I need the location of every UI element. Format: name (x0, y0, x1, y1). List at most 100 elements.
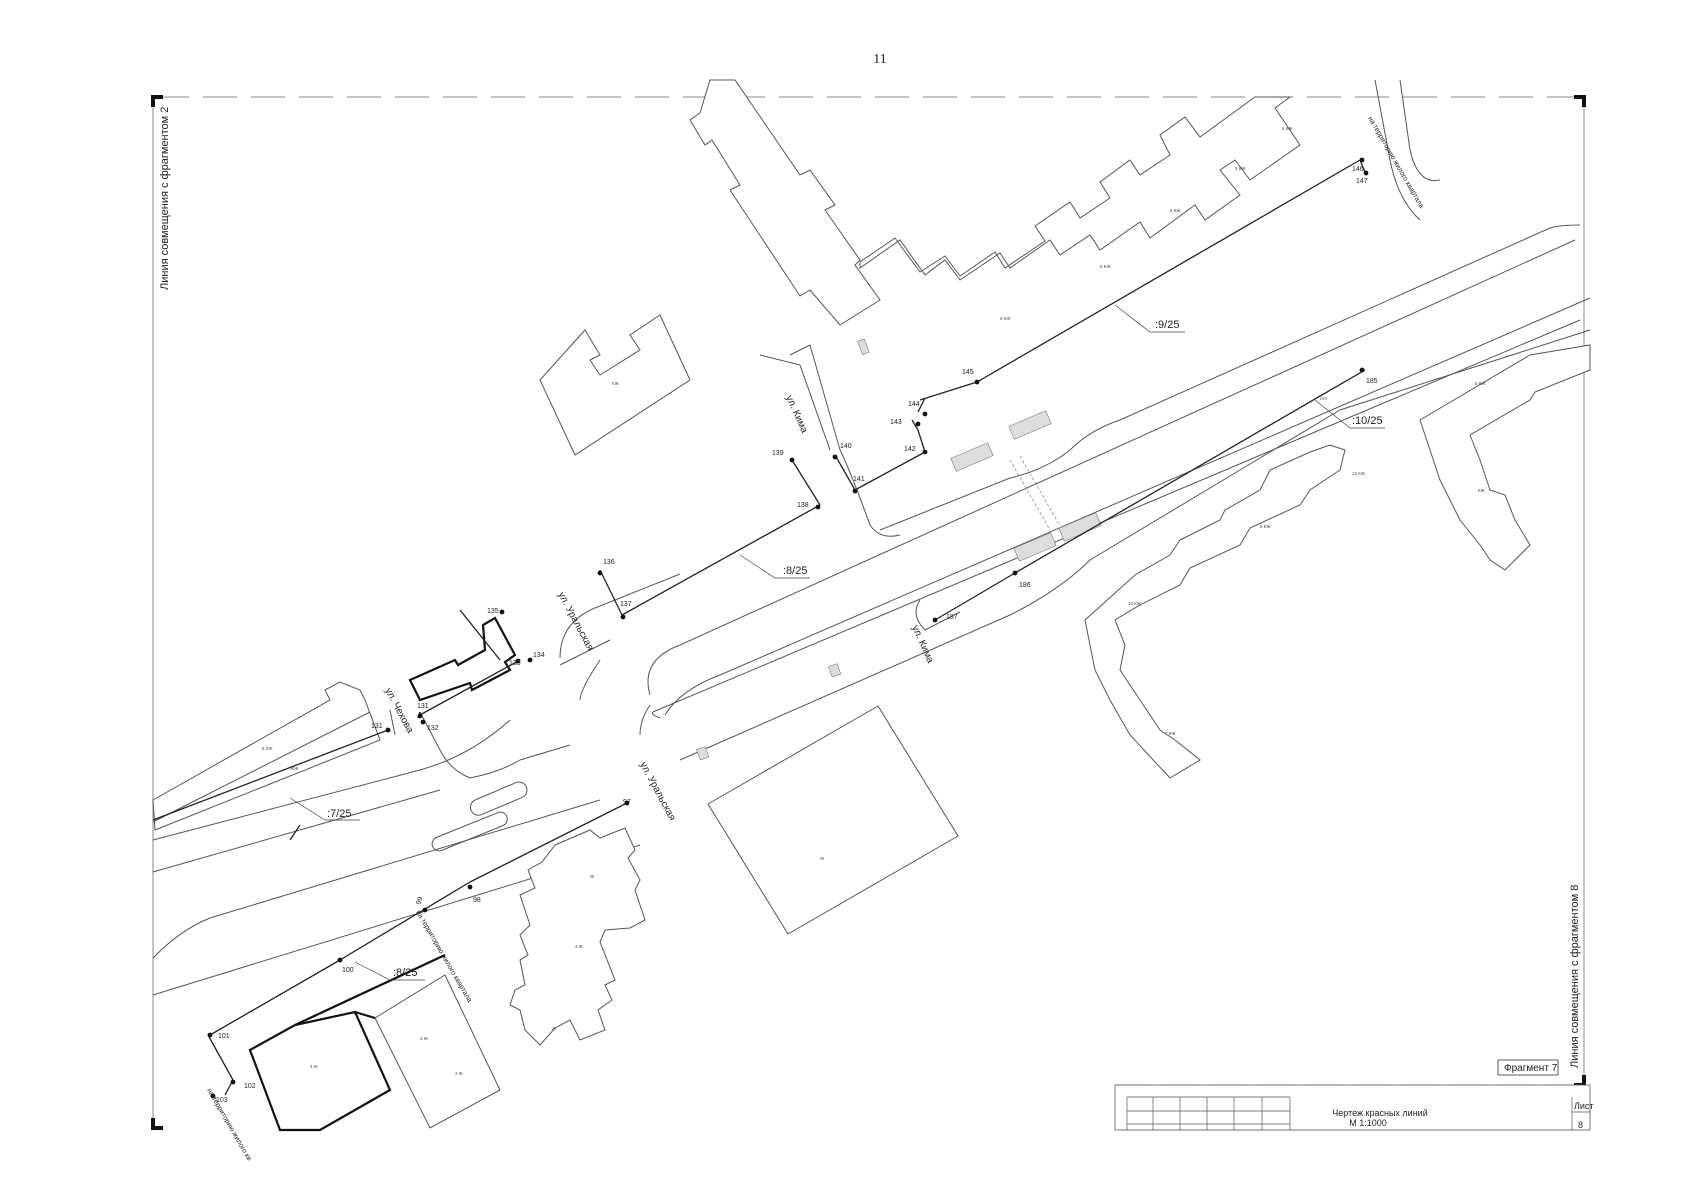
point-98 (467, 884, 473, 890)
section-label-8b: :8/25 (393, 967, 417, 979)
left-alignment-label: Линия совмещения с фрагментом 2 (159, 107, 171, 290)
building-south-west-bold (248, 1010, 392, 1132)
point-label-137: 137 (620, 601, 632, 608)
point-97 (624, 800, 630, 806)
svg-text:Ж: Ж (590, 874, 595, 879)
side-streets (389, 79, 1441, 779)
point-label-135: 135 (487, 608, 499, 615)
point-label-98: 98 (473, 897, 481, 904)
svg-text:7 КЖ: 7 КЖ (1165, 731, 1176, 736)
point-label-143: 143 (890, 419, 902, 426)
svg-text:нтп: нтп (1320, 396, 1328, 401)
section-label-10: :10/25 (1352, 415, 1383, 427)
svg-text:10 КЖ: 10 КЖ (1128, 601, 1142, 606)
point-142 (922, 449, 928, 455)
svg-text:5 КЖ: 5 КЖ (1170, 208, 1181, 213)
drawing-frame (151, 95, 1586, 1130)
corner-mark-bl (151, 1118, 163, 1130)
svg-text:ЖЖ: ЖЖ (290, 766, 299, 771)
corner-mark-br (1574, 1075, 1586, 1087)
title-block-sheet-number: 8 (1578, 1120, 1583, 1130)
svg-text:4 Ж: 4 Ж (575, 944, 584, 949)
svg-text:5 КЖ: 5 КЖ (1475, 381, 1486, 386)
point-label-132: 132 (427, 725, 439, 732)
point-label-133: 133 (509, 660, 521, 667)
point-label-142: 142 (904, 446, 916, 453)
street-label-uralskaya-south: ул. Уральская (637, 760, 677, 822)
street-label-kima-north: ул. Кима (783, 394, 810, 435)
point-139 (789, 457, 795, 463)
point-99 (422, 907, 428, 913)
point-144 (922, 411, 928, 417)
point-label-145: 145 (962, 369, 974, 376)
point-131b (417, 713, 423, 719)
svg-text:Ж: Ж (552, 1026, 557, 1031)
red-lines (152, 159, 1366, 1096)
point-label-97: 97 (623, 799, 631, 806)
buildings (152, 79, 1591, 1132)
point-102 (230, 1079, 236, 1085)
point-145 (974, 379, 980, 385)
svg-text:5 КЖ: 5 КЖ (1100, 264, 1111, 269)
section-label-7: :7/25 (327, 808, 351, 820)
section-label-8: :8/25 (783, 565, 807, 577)
point-141 (852, 488, 858, 494)
point-label-101: 101 (218, 1033, 230, 1040)
point-label-144: 144 (908, 401, 920, 408)
building-north-stepped (859, 96, 1301, 281)
building-large-square (707, 705, 959, 935)
svg-text:12 КЖ: 12 КЖ (1352, 471, 1366, 476)
point-101 (207, 1032, 213, 1038)
point-136 (597, 570, 603, 576)
point-140 (832, 454, 838, 460)
page-number: 11 (873, 52, 887, 67)
point-label-141: 141 (853, 476, 865, 483)
section-labels: :7/25 :8/25 :8/25 :9/25 :10/25 (327, 319, 1383, 979)
point-147 (1363, 170, 1369, 176)
point-label-187: 187 (946, 614, 958, 621)
access-note-top: на территорию жилого квартала (1366, 116, 1424, 210)
point-187 (932, 617, 938, 623)
point-label-147: 147 (1356, 178, 1368, 185)
point-label-102: 102 (244, 1083, 256, 1090)
point-label-139: 139 (772, 450, 784, 457)
point-146 (1359, 157, 1365, 163)
point-143 (915, 421, 921, 427)
point-103 (210, 1093, 216, 1099)
building-south-west-right (374, 974, 501, 1129)
point-label-185: 185 (1366, 378, 1378, 385)
point-label-140: 140 (840, 443, 852, 450)
building-east-lshape (1084, 444, 1346, 779)
street-label-kima-south: ул. Кима (909, 624, 936, 665)
corner-mark-tl (151, 95, 163, 107)
building-east-far (1419, 344, 1591, 571)
point-label-131: 131 (371, 723, 383, 730)
road-medians (431, 319, 1581, 852)
point-label-134: 134 (533, 652, 545, 659)
building-west-lshape (539, 314, 691, 456)
svg-text:5 КЖ: 5 КЖ (1235, 166, 1246, 171)
svg-text:5 КЖ: 5 КЖ (1000, 316, 1011, 321)
svg-text:4 Ж: 4 Ж (420, 1036, 429, 1041)
point-label-186: 186 (1019, 582, 1031, 589)
corner-mark-tr (1574, 95, 1586, 107)
section-label-9: :9/25 (1155, 319, 1179, 331)
point-134 (527, 657, 533, 663)
point-label-99: 99 (415, 896, 424, 906)
title-block: Чертеж красных линий М 1:1000 Лист 8 (1114, 1084, 1594, 1131)
building-annotations: 5 КЖ 5 КЖ 5 КЖ 5 КЖ 5 КЖ КЖ 6 КЖ ЖЖ Ж 4 … (262, 126, 1486, 1076)
point-100 (337, 957, 343, 963)
point-label-103: 103 (216, 1097, 228, 1104)
point-label-146: 146 (1352, 166, 1364, 173)
fragment-label: Фрагмент 7 (1504, 1063, 1558, 1074)
svg-text:КЖ: КЖ (612, 381, 620, 386)
point-131 (385, 727, 391, 733)
title-block-sheet-label: Лист (1574, 1101, 1594, 1111)
point-label-131b: 131 (417, 703, 429, 710)
svg-text:5 КЖ: 5 КЖ (1282, 126, 1293, 131)
point-label-138: 138 (797, 502, 809, 509)
svg-text:4 Ж: 4 Ж (310, 1064, 319, 1069)
svg-text:6 КЖ: 6 КЖ (262, 746, 273, 751)
point-label-136: 136 (603, 559, 615, 566)
point-138 (815, 504, 821, 510)
